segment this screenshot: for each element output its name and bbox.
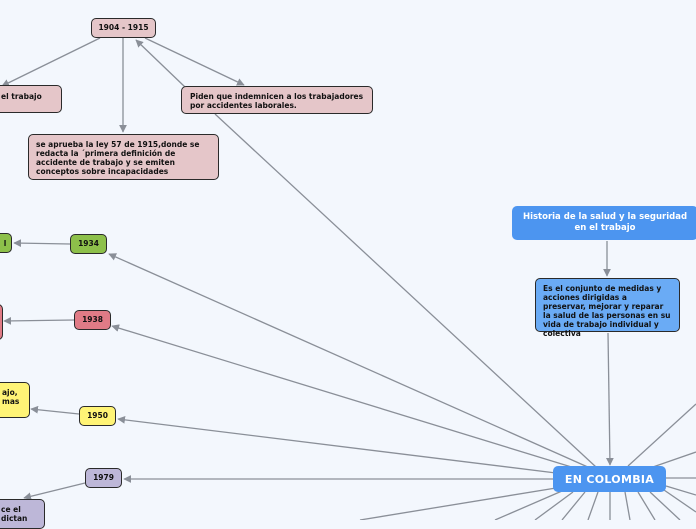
- node-historia-salud-seguridad[interactable]: Historia de la salud y la seguridad en e…: [512, 206, 696, 240]
- connector-1904-to-piden: [144, 37, 245, 86]
- connector-colombia-to-1934: [108, 253, 591, 469]
- connector-1904-to-trabajo: [1, 37, 101, 87]
- connector-colombia-offscreen-12: [534, 491, 574, 520]
- connector-1938-to-child: [3, 317, 75, 325]
- node-1938[interactable]: 1938: [74, 310, 111, 330]
- connector-colombia-offscreen-2: [649, 451, 696, 469]
- connector-colombia-to-1938: [111, 324, 579, 470]
- connector-colombia-to-1950: [117, 415, 557, 474]
- connector-colombia-offscreen-11: [561, 491, 586, 520]
- node-trabajo-partial[interactable]: el trabajo: [0, 85, 62, 113]
- connector-definicion-to-colombia: [605, 332, 614, 466]
- node-1950-child-partial[interactable]: ajo, mas: [0, 382, 30, 418]
- node-en-colombia[interactable]: EN COLOMBIA: [553, 466, 666, 492]
- connector-colombia-offscreen-8: [624, 491, 631, 520]
- connector-colombia-offscreen-6: [649, 491, 681, 520]
- node-1904-1915[interactable]: 1904 - 1915: [91, 18, 156, 38]
- node-ley-57-1915[interactable]: se aprueba la ley 57 de 1915,donde se re…: [28, 134, 219, 180]
- connector-colombia-offscreen-1: [627, 403, 696, 467]
- connector-colombia-to-piden: [214, 113, 597, 468]
- node-definicion-salud-trabajo[interactable]: Es el conjunto de medidas y acciones dir…: [535, 278, 680, 338]
- connector-colombia-offscreen-13: [494, 490, 563, 520]
- node-1979-child-partial[interactable]: ce el dictan: [0, 499, 45, 529]
- connector-colombia-offscreen-4: [665, 485, 696, 496]
- node-1979[interactable]: 1979: [85, 468, 122, 488]
- connector-1950-to-child: [30, 405, 80, 415]
- node-1938-child-partial[interactable]: [0, 304, 3, 340]
- connector-colombia-offscreen-7: [637, 491, 656, 520]
- connector-piden-to-1904: [135, 39, 186, 88]
- node-1934[interactable]: 1934: [70, 234, 107, 254]
- connector-colombia-offscreen-10: [587, 491, 599, 520]
- node-piden-indemnizacion[interactable]: Piden que indemnicen a los trabajadores …: [181, 86, 373, 114]
- node-1934-child-partial[interactable]: l: [0, 233, 12, 253]
- connector-colombia-offscreen-14: [359, 487, 557, 520]
- connector-1979-to-child: [23, 482, 86, 501]
- connector-1934-to-child: [13, 239, 71, 248]
- node-1950[interactable]: 1950: [79, 406, 116, 426]
- connector-colombia-offscreen-5: [663, 489, 696, 513]
